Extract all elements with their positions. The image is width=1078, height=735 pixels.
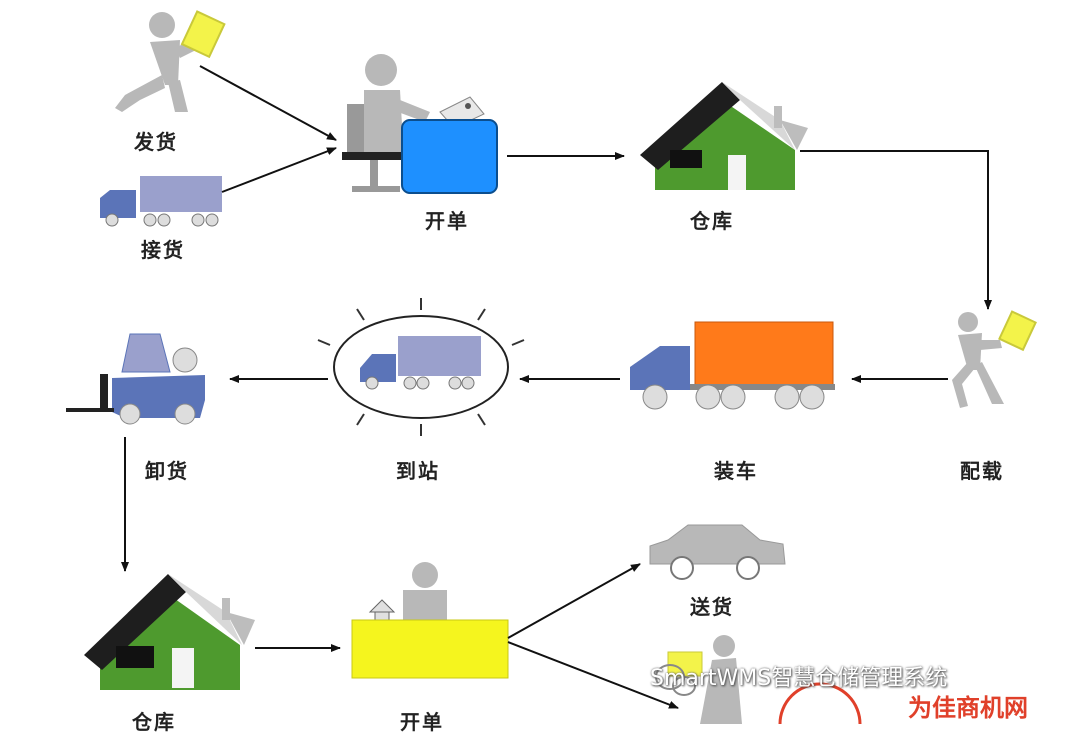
order-counter-icon [351, 562, 509, 679]
allocate-person-icon [952, 310, 1037, 408]
red-stamp-icon [778, 682, 862, 724]
label-deliver: 送货 [690, 595, 734, 619]
label-unload: 卸货 [145, 459, 189, 483]
arrow-ship-to-order [199, 65, 337, 141]
arrow-order-to-deliver [507, 563, 641, 639]
label-warehouse-2: 仓库 [132, 710, 176, 734]
pickup-person-icon [667, 635, 742, 724]
warehouse-2-icon [84, 574, 255, 690]
label-ship: 发货 [134, 130, 178, 154]
label-order-2: 开单 [400, 710, 444, 734]
label-allocate: 配载 [960, 459, 1004, 483]
label-warehouse-1: 仓库 [690, 209, 734, 233]
unload-forklift-icon [66, 333, 205, 425]
arrow-warehouse-to-allocate [800, 150, 992, 310]
label-load: 装车 [714, 459, 758, 483]
arrive-truck-icon [317, 298, 525, 436]
ship-person-icon [115, 10, 226, 112]
watermark-text: SmartWMS智慧仓储管理系统 [650, 666, 948, 691]
computer-icon [401, 119, 498, 194]
arrow-order-to-pickup [507, 641, 679, 709]
receive-truck-icon [100, 176, 222, 227]
order-clerk-icon [342, 54, 485, 192]
flow-arrows [121, 65, 992, 709]
deliver-car-icon [649, 524, 786, 580]
load-truck-icon [630, 321, 835, 410]
label-receive: 接货 [141, 238, 185, 262]
label-order-1: 开单 [425, 209, 469, 233]
wechat-logo-icon [655, 664, 696, 696]
label-arrive: 到站 [396, 459, 440, 483]
watermark-site: 为佳商机网 [908, 694, 1028, 722]
warehouse-1-icon [640, 82, 808, 190]
arrow-receive-to-order [221, 147, 337, 193]
